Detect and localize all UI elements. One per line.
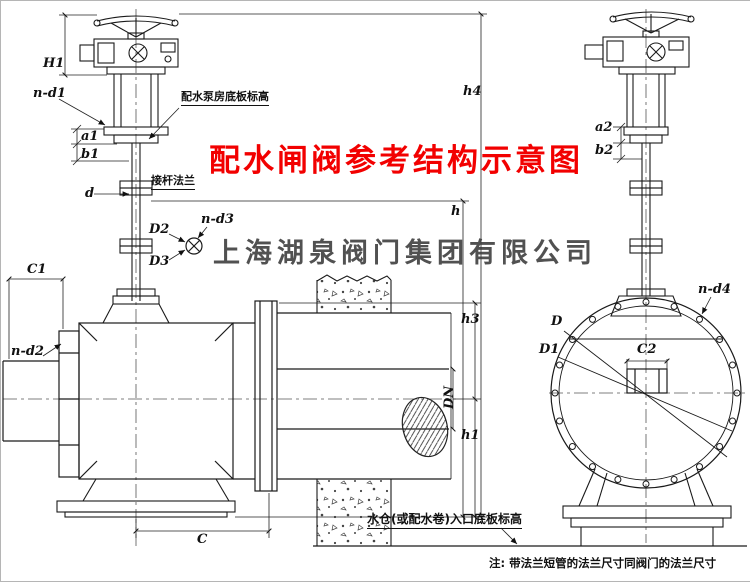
- bolt-symbol-nd3: [185, 237, 203, 255]
- left-valve-body: [2, 300, 278, 492]
- bolt-holes: [551, 298, 741, 488]
- dim-label-C2: C2: [637, 342, 657, 357]
- dim-label-D1: D1: [539, 342, 560, 357]
- dim-label-h4: h4: [463, 84, 482, 99]
- dim-label-D: D: [551, 314, 563, 329]
- footnote: 注: 带法兰短管的法兰尺寸同阀门的法兰尺寸: [489, 556, 717, 570]
- dim-label-H1: H1: [43, 56, 65, 71]
- dim-label-h3: h3: [461, 312, 480, 327]
- left-actuator: [79, 15, 179, 75]
- dim-label-h1: h1: [461, 428, 480, 443]
- dim-label-DN: DN: [442, 385, 457, 409]
- pump-room-floor-label: 配水泵房底板标高: [181, 90, 269, 106]
- dim-label-n-d4: n-d4: [698, 282, 731, 297]
- dimension-lines: [6, 11, 712, 545]
- company-watermark: 上海湖泉阀门集团有限公司: [213, 238, 597, 269]
- right-base: [562, 468, 732, 546]
- dim-label-n-d3: n-d3: [201, 212, 234, 227]
- inlet-floor-label: 水仓(或配水卷)入口底板标高: [367, 512, 522, 529]
- dim-label-D2: D2: [149, 222, 170, 237]
- dim-label-a2: a2: [595, 120, 613, 135]
- right-valve-body: [550, 297, 742, 489]
- right-actuator: [584, 11, 695, 127]
- dim-label-D3: D3: [149, 254, 170, 269]
- right-stem: [610, 126, 682, 317]
- drawing-title: 配水闸阀参考结构示意图: [209, 143, 583, 179]
- dim-label-h: h: [451, 204, 461, 219]
- left-base: [56, 478, 236, 518]
- dim-label-n-d2: n-d2: [11, 344, 44, 359]
- dim-label-a1: a1: [81, 129, 99, 144]
- dim-label-C1: C1: [27, 262, 47, 277]
- stem-flange-label: 接杆法兰: [151, 174, 195, 190]
- pipe-run: [277, 312, 452, 480]
- centerlines: [3, 9, 747, 546]
- dim-label-n-d1: n-d1: [33, 86, 66, 101]
- concrete-wall: [316, 274, 392, 546]
- dim-label-C: C: [197, 532, 208, 547]
- dim-label-d: d: [85, 186, 95, 201]
- dim-label-b2: b2: [595, 143, 614, 158]
- dim-label-b1: b1: [81, 147, 100, 162]
